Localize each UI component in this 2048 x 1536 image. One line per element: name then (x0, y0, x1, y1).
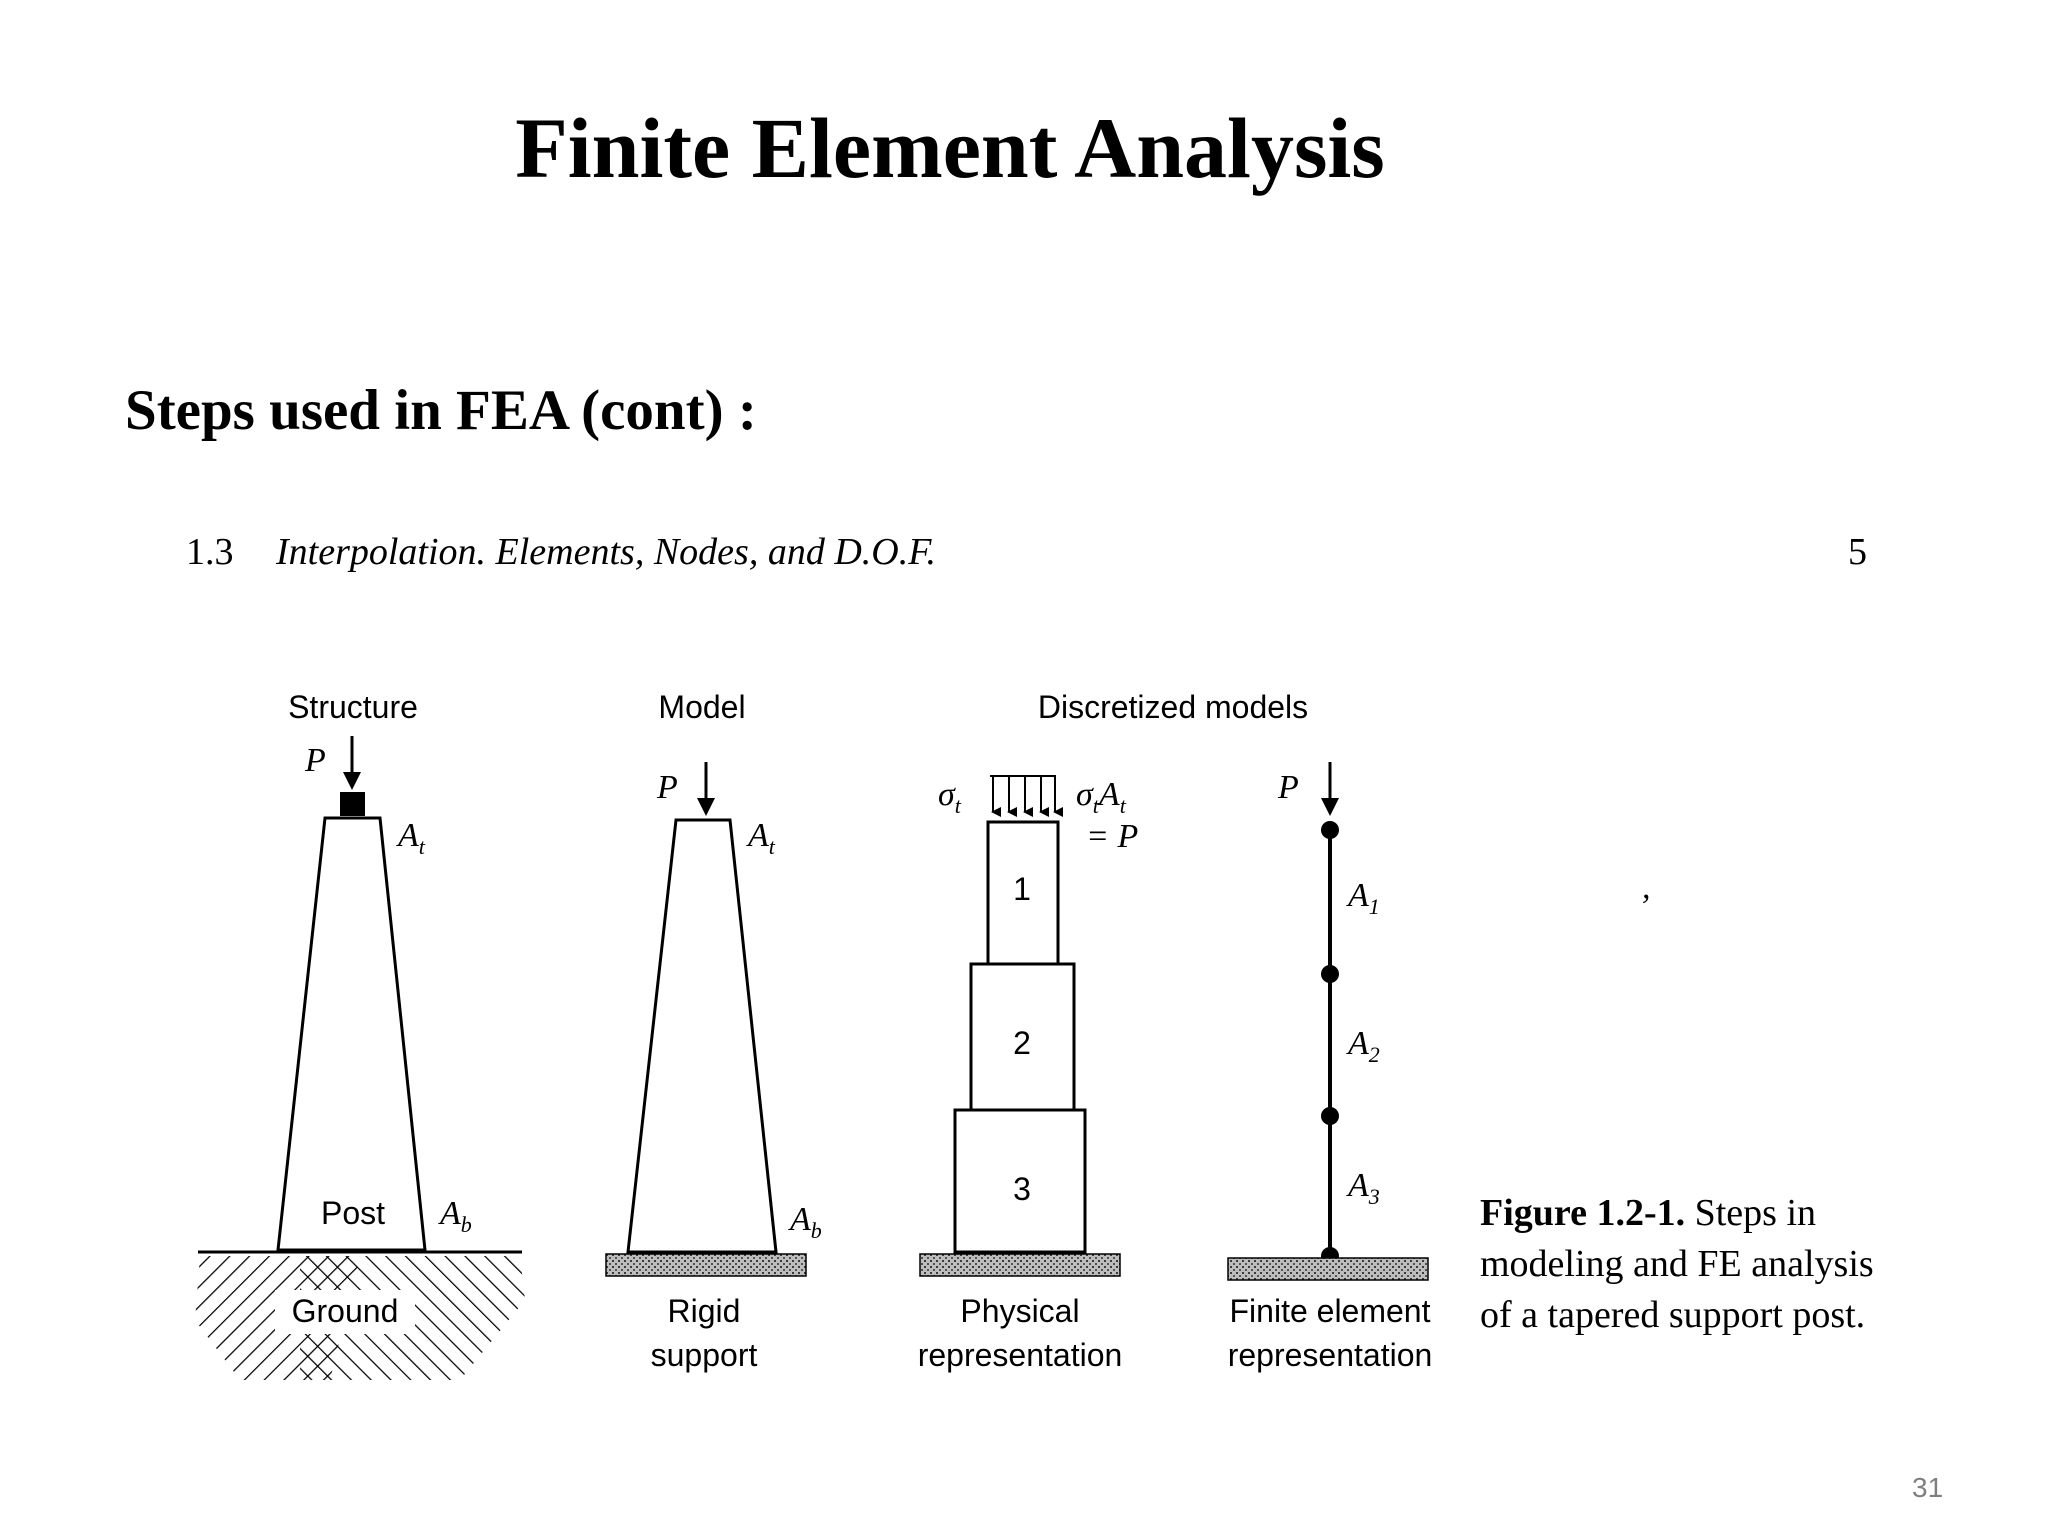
ground-label: Ground (292, 1293, 399, 1329)
structure-diagram: P At Post Ab Ground (195, 736, 525, 1380)
book-page-number: 5 (1848, 531, 1867, 573)
model-top-area-label: At (746, 817, 776, 859)
fe-area-1-label: A1 (1346, 877, 1380, 919)
slide-page-number: 31 (1912, 1472, 1944, 1503)
figure-caption: Figure 1.2-1. Steps in modeling and FE a… (1480, 1188, 1900, 1341)
load-equation-line1: σtAt (1076, 776, 1127, 818)
ground-label-backing (275, 1290, 415, 1334)
element-3-box (953, 1108, 1087, 1254)
structure-post-label: Post (321, 1195, 385, 1231)
model-bottom-area-label: Ab (788, 1201, 822, 1243)
model-load-label: P (656, 769, 678, 806)
structure-load-arrowhead (343, 772, 361, 790)
fe-diagram: P A1 A2 A3 Finite element representation (1227, 762, 1433, 1373)
fe-node-1 (1321, 821, 1339, 839)
model-support-caption-line2: support (651, 1337, 758, 1373)
physical-diagram: σt σtAt = P 1 2 3 Physical representatio… (918, 775, 1138, 1373)
load-equation-line2: = P (1086, 818, 1138, 855)
element-2-label: 2 (1013, 1025, 1031, 1061)
model-heading: Model (658, 689, 745, 725)
figure-caption-text: Steps in modeling and FE analysis of a t… (1480, 1192, 1874, 1336)
structure-load-label: P (304, 742, 326, 779)
fe-caption-line2: representation (1228, 1337, 1433, 1373)
discretized-heading: Discretized models (1038, 689, 1308, 725)
structure-heading: Structure (288, 689, 418, 725)
fe-caption-line1: Finite element (1230, 1293, 1431, 1329)
element-1-label: 1 (1013, 871, 1031, 907)
distributed-load-arrows (991, 776, 1063, 817)
fe-node-2 (1321, 965, 1339, 983)
model-post-outline (626, 818, 778, 1254)
structure-bearing-block (340, 792, 365, 816)
model-load-arrowhead (697, 798, 715, 816)
fe-area-3-label: A3 (1346, 1167, 1380, 1209)
physical-caption-line2: representation (918, 1337, 1123, 1373)
stress-label: σt (938, 776, 962, 818)
slide-subtitle: Steps used in FEA (cont) : (125, 379, 757, 442)
figure-caption-label: Figure 1.2-1. (1480, 1192, 1686, 1234)
fe-area-2-label: A2 (1346, 1025, 1380, 1067)
fe-rigid-support (1227, 1257, 1429, 1281)
fe-load-arrowhead (1321, 798, 1339, 816)
model-support-caption-line1: Rigid (668, 1293, 741, 1329)
structure-top-area-label: At (396, 817, 426, 859)
slide-title: Finite Element Analysis (515, 100, 1385, 196)
stray-comma-mark: , (1642, 869, 1651, 906)
physical-rigid-support (919, 1253, 1121, 1277)
book-section-number: 1.3 (186, 531, 234, 573)
fe-node-3 (1321, 1107, 1339, 1125)
structure-post-outline (276, 816, 427, 1252)
element-3-label: 3 (1013, 1171, 1031, 1207)
physical-caption-line1: Physical (960, 1293, 1079, 1329)
model-rigid-support (605, 1253, 807, 1277)
book-section-heading: Interpolation. Elements, Nodes, and D.O.… (276, 531, 937, 573)
fe-load-label: P (1277, 769, 1299, 806)
model-diagram: P At Ab Rigid support (605, 762, 822, 1373)
structure-bottom-area-label: Ab (438, 1195, 472, 1237)
